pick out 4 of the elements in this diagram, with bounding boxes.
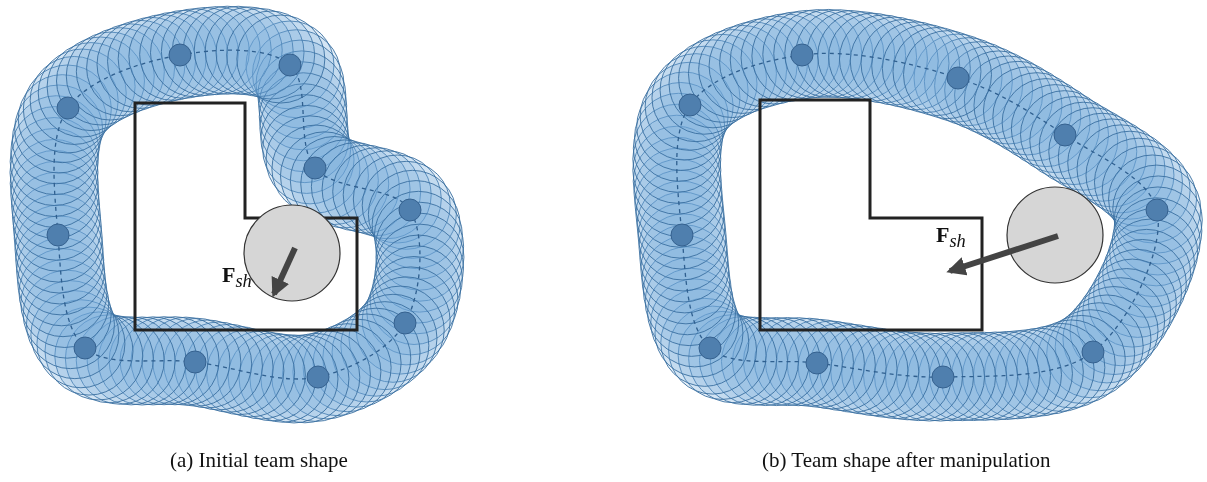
subfigure-caption: (a) Initial team shape	[170, 448, 348, 473]
subfigure-caption: (b) Team shape after manipulation	[762, 448, 1051, 473]
force-label: F$_{sh}$	[936, 222, 966, 253]
force-label: F$_{sh}$	[222, 262, 252, 293]
